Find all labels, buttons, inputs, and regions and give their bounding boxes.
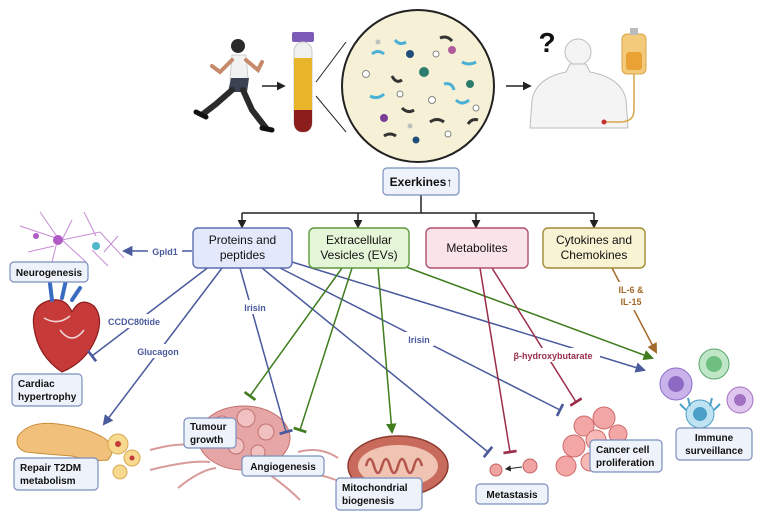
category-proteins-line2: peptides <box>220 248 265 262</box>
category-cytokines-line2: Chemokines <box>561 248 628 262</box>
mediator-il: IL-6 & IL-15 <box>612 282 650 310</box>
category-evs: Extracellular Vesicles (EVs) <box>308 227 410 269</box>
outcome-t2dm-line2: metabolism <box>20 476 76 487</box>
outcome-mito-line2: biogenesis <box>342 496 395 507</box>
mediator-il-line1: IL-6 & <box>618 285 644 295</box>
category-cytokines: Cytokines and Chemokines <box>542 227 646 269</box>
outcome-cardiac-line1: Cardiac <box>18 379 55 390</box>
outcome-immune-line2: surveillance <box>685 446 743 457</box>
mediator-glucagon-label: Glucagon <box>137 347 179 357</box>
edge-evs-tumour <box>243 267 343 402</box>
exerkines-node: Exerkines↑ <box>382 167 460 196</box>
outcome-tumour-line1: Tumour <box>190 422 227 433</box>
outcome-t2dm-line1: Repair T2DM <box>20 463 81 474</box>
outcome-mito-line1: Mitochondrial <box>342 483 408 494</box>
mediator-irisin-cancer: Irisin <box>404 332 434 346</box>
pancreas-illustration <box>16 422 141 480</box>
category-cytokines-line1: Cytokines and <box>556 233 632 247</box>
outcome-cancer-line1: Cancer cell <box>596 445 650 456</box>
outcome-cancer-line2: proliferation <box>596 458 654 469</box>
edge-proteins-metastasis <box>261 267 494 459</box>
plasma-zoom-circle <box>341 9 495 163</box>
mediator-irisin-cancer-label: Irisin <box>408 335 430 345</box>
outcome-tumour: Tumour growth <box>183 417 237 449</box>
tumour-illustration <box>149 405 339 501</box>
edge-evs-angiogenesis <box>293 267 353 434</box>
outcome-t2dm: Repair T2DM metabolism <box>13 457 99 491</box>
category-evs-line1: Extracellular <box>326 233 392 247</box>
outcome-angiogenesis-label: Angiogenesis <box>250 462 316 473</box>
edge-proteins-cardiac <box>86 265 211 363</box>
category-proteins-line1: Proteins and <box>209 233 276 247</box>
outcome-metastasis-label: Metastasis <box>486 490 538 501</box>
immune-cells-illustration <box>659 348 754 429</box>
outcome-immune: Immune surveillance <box>675 427 753 461</box>
outcome-immune-line1: Immune <box>695 433 734 444</box>
category-evs-line2: Vesicles (EVs) <box>320 248 397 262</box>
outcome-neurogenesis-label: Neurogenesis <box>16 268 83 279</box>
runner-icon <box>193 39 275 133</box>
exerkines-label: Exerkines↑ <box>390 175 453 189</box>
mediator-gpld1-label: Gpld1 <box>152 247 178 257</box>
mediator-gpld1: Gpld1 <box>148 244 182 258</box>
question-mark: ? <box>538 27 555 58</box>
outcome-cardiac: Cardiac hypertrophy <box>11 373 83 407</box>
iv-bag-icon <box>601 28 647 125</box>
outcome-mitochondrial: Mitochondrial biogenesis <box>335 477 423 511</box>
outcome-tumour-line2: growth <box>190 435 223 446</box>
outcome-neurogenesis: Neurogenesis <box>9 261 89 283</box>
zoom-line-bottom <box>315 95 347 133</box>
neuron-illustration <box>19 211 125 267</box>
blood-tube-icon <box>292 32 314 133</box>
heart-illustration <box>32 278 101 373</box>
outcome-angiogenesis: Angiogenesis <box>241 455 325 477</box>
category-metabolites: Metabolites <box>425 227 529 269</box>
mediator-glucagon: Glucagon <box>134 344 182 358</box>
category-proteins: Proteins and peptides <box>192 227 293 269</box>
outcome-metastasis: Metastasis <box>475 483 549 505</box>
edge-metabolites-cancer <box>491 267 583 407</box>
edge-evs-mitochondria <box>377 267 397 435</box>
category-metabolites-label: Metabolites <box>446 241 507 255</box>
edge-metabolites-metastasis <box>479 267 517 455</box>
mediator-irisin-angio: Irisin <box>240 300 270 314</box>
edge-evs-immune <box>397 263 654 361</box>
metastasis-illustration <box>489 458 538 477</box>
outcome-cardiac-line2: hypertrophy <box>18 392 77 403</box>
zoom-line-top <box>315 41 347 83</box>
mediator-il-line2: IL-15 <box>620 297 641 307</box>
outcome-cancer: Cancer cell proliferation <box>589 439 663 473</box>
mediator-irisin-angio-label: Irisin <box>244 303 266 313</box>
edge-proteins-angiogenesis <box>239 267 293 436</box>
mediator-bhb: β-hydroxybutarate <box>506 348 600 362</box>
mediator-bhb-label: β-hydroxybutarate <box>513 351 592 361</box>
mediator-ccdc80tide-label: CCDC80tide <box>108 317 160 327</box>
recipient-person-icon <box>529 38 629 129</box>
mediator-ccdc80tide: CCDC80tide <box>104 314 164 328</box>
